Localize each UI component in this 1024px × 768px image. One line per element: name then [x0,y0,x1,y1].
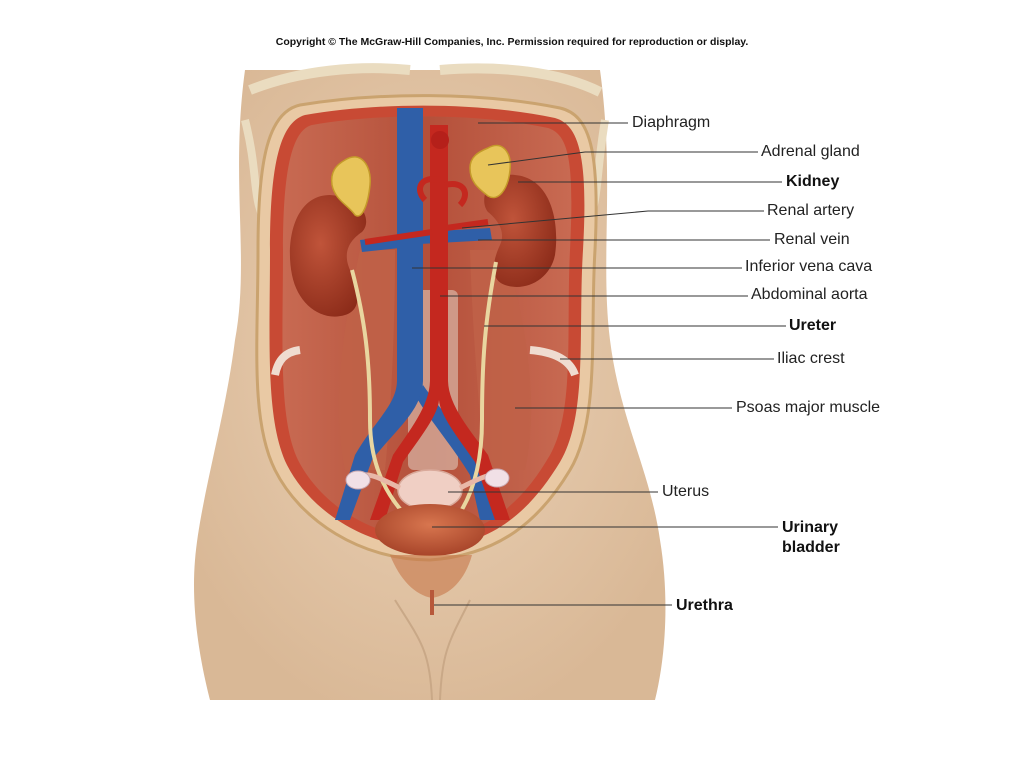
celiac-branch [417,176,441,203]
ovary-left [345,470,371,490]
label-diaphragm: Diaphragm [632,114,711,131]
label-urethra: Urethra [676,597,733,614]
adrenal-left [330,156,371,217]
label-abdominal-aorta: Abdominal aorta [751,286,868,303]
diaphragm-aorta-opening [431,131,449,149]
iliac-crest-left [271,346,301,376]
thigh-crease [394,599,433,701]
rib-right [439,63,603,97]
label-urinary-bladder-line1: Urinary [782,519,839,536]
label-ureter: Ureter [789,317,837,334]
kidney-right [484,174,557,287]
label-uterus: Uterus [662,483,710,500]
leader-lines [412,122,786,606]
label-psoas-major-muscle: Psoas major muscle [736,399,881,416]
label-adrenal-gland: Adrenal gland [761,143,860,160]
thigh-crease-2 [439,599,471,701]
label-renal-vein: Renal vein [774,231,850,248]
ivc-right-iliac [418,385,495,520]
label-inferior-vena-cava: Inferior vena cava [745,258,873,275]
mesenteric-branch [444,181,468,208]
rib-left [248,63,411,95]
label-renal-artery: Renal artery [767,202,855,219]
adrenal-right [469,144,511,199]
leader-adrenal [487,151,586,166]
label-kidney: Kidney [786,173,840,190]
renal-artery-right [445,219,489,231]
kidney-left [289,195,367,317]
label-iliac-crest: Iliac crest [777,350,845,367]
ureter-right [453,261,498,522]
abdominal-aorta [370,125,510,520]
renal-artery-left [364,229,433,245]
label-urinary-bladder-line2: bladder [782,539,840,556]
inferior-vena-cava [335,108,423,520]
ureter-left [350,269,412,522]
ovary-right [484,468,510,488]
leader-renal-artery [461,210,649,229]
iliac-crest-shape [529,346,579,377]
copyright-notice: Copyright © The McGraw-Hill Companies, I… [275,36,749,48]
pubic-bladder-lower [390,555,472,598]
urinary-bladder [375,504,485,556]
psoas-right [470,250,532,470]
